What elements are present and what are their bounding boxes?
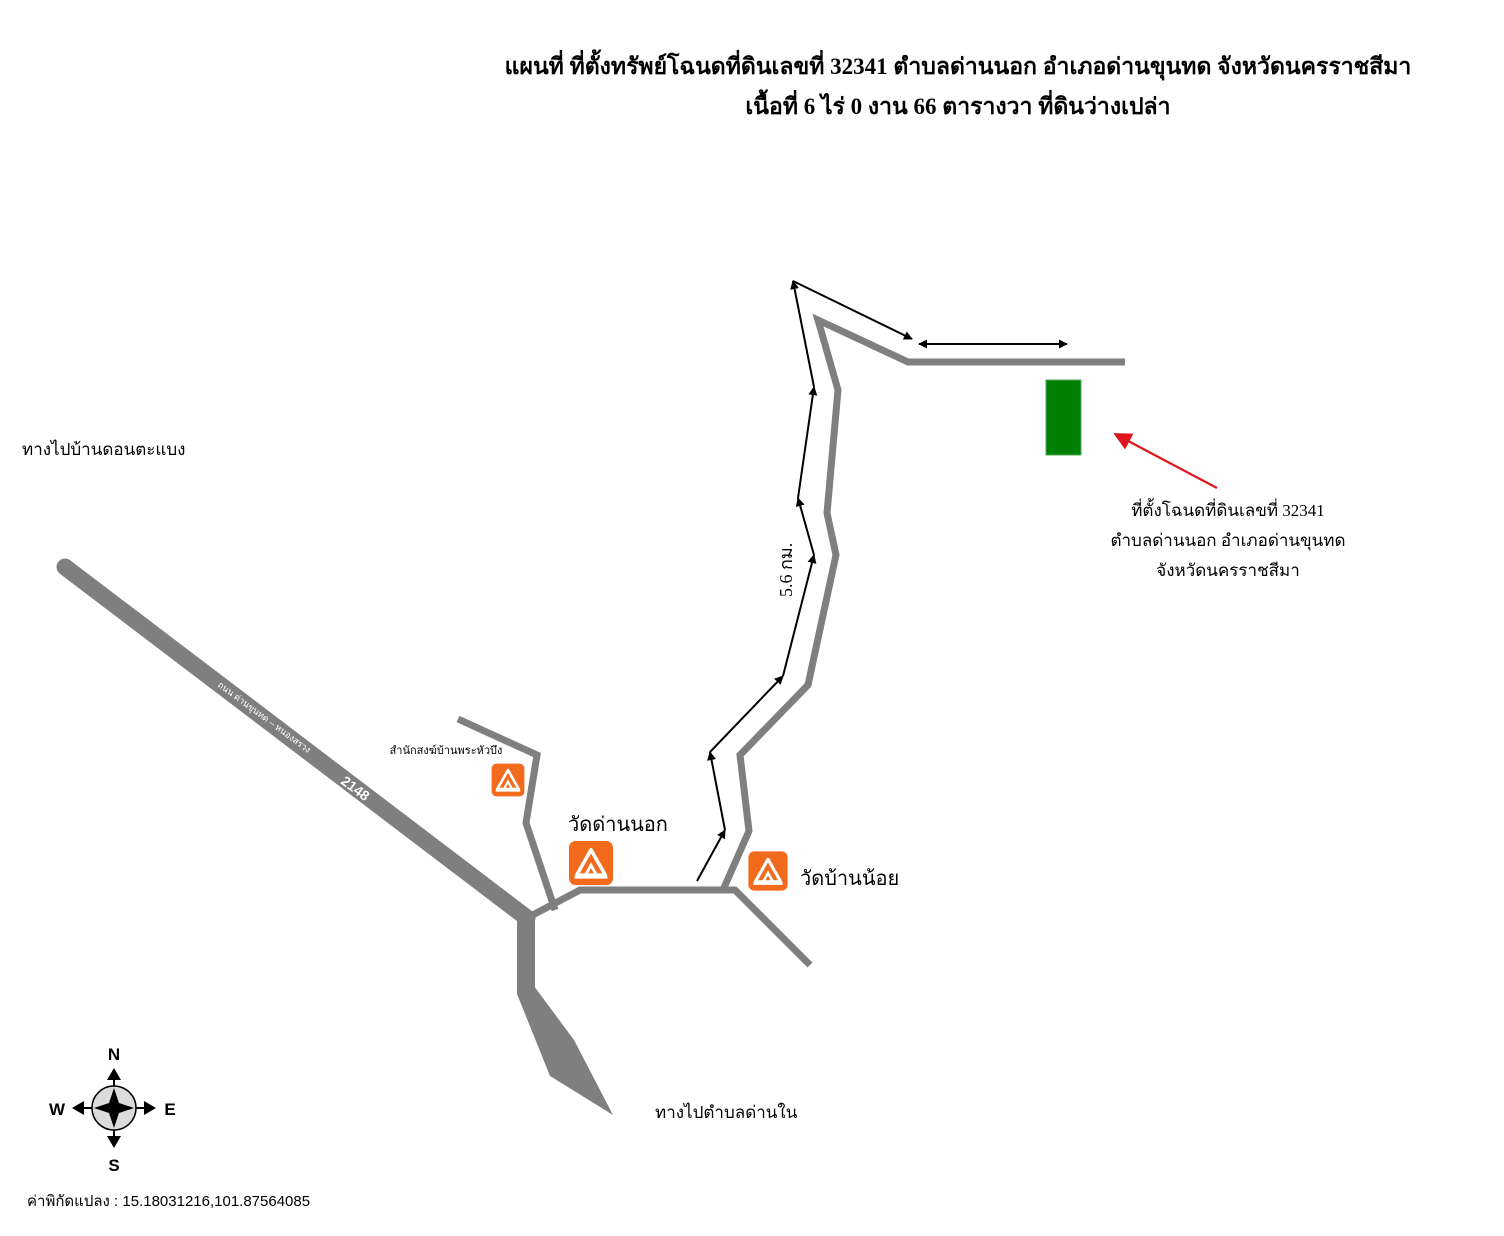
parcel-pointer-arrow xyxy=(1113,433,1218,489)
landmark-wat-ban-noi: วัดบ้านน้อย xyxy=(800,868,899,890)
road-village xyxy=(525,886,813,968)
parcel-callout-line-2: ตำบลด่านนอก อำเภอด่านขุนทด xyxy=(1110,531,1345,551)
compass-south: S xyxy=(108,1156,119,1175)
label-to-dan-nai: ทางไปตำบลด่านใน xyxy=(655,1102,798,1122)
local-roads xyxy=(456,313,1125,968)
compass-rose-icon xyxy=(72,1068,156,1148)
compass-east: E xyxy=(164,1100,175,1119)
tent-icon xyxy=(567,839,615,887)
parcel-callout-line-3: จังหวัดนครราชสีมา xyxy=(1156,561,1300,580)
tent-icon xyxy=(746,849,790,893)
highway-2148 xyxy=(56,558,613,1115)
landmark-samnak-song: สำนักสงฆ์บ้านพระหัวบึง xyxy=(390,744,503,757)
compass-north: N xyxy=(108,1045,120,1064)
route-arrows xyxy=(696,280,1068,882)
landmark-wat-dan-nok: วัดด่านนอก xyxy=(568,814,668,836)
distance-label: 5.6 กม. xyxy=(776,543,796,597)
label-to-don-tabaeng: ทางไปบ้านดอนตะแบง xyxy=(22,439,185,459)
map-title-line-2: เนื้อที่ 6 ไร่ 0 งาน 66 ตารางวา ที่ดินว่… xyxy=(745,89,1170,119)
road-route-to-parcel xyxy=(719,313,1125,892)
compass-west: W xyxy=(49,1100,66,1119)
parcel-coordinates: ค่าพิกัดแปลง : 15.18031216,101.87564085 xyxy=(27,1193,310,1210)
tent-icon xyxy=(490,762,526,798)
road-to-samnak-song xyxy=(456,715,559,912)
highway-name-label: ถนน ด่านขุนทด – หนองสรวง xyxy=(215,680,312,756)
land-parcel xyxy=(1045,379,1082,456)
map-title-line-1: แผนที่ ที่ตั้งทรัพย์โฉนดที่ดินเลขที่ 323… xyxy=(505,49,1412,81)
parcel-callout-line-1: ที่ตั้งโฉนดที่ดินเลขที่ 32341 xyxy=(1131,498,1325,520)
